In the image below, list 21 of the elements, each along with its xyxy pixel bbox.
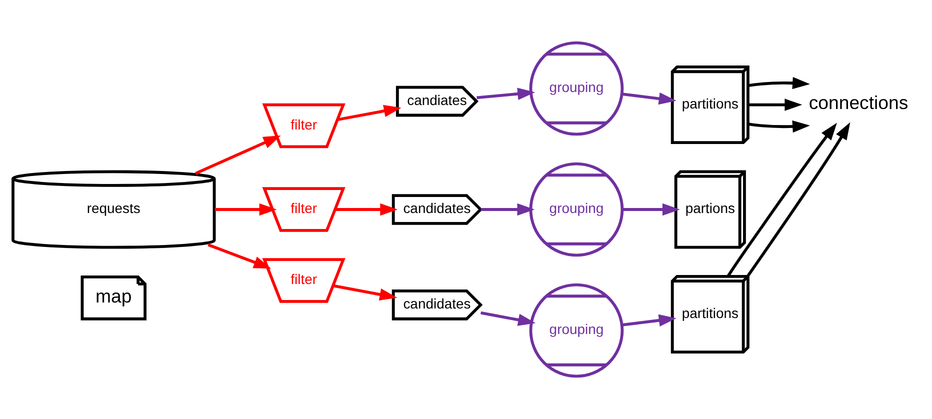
arrow xyxy=(726,122,837,277)
node-text: connections xyxy=(808,92,908,114)
arrow xyxy=(208,243,272,269)
arrow xyxy=(746,122,850,278)
arrow xyxy=(480,311,536,326)
arrow xyxy=(748,120,810,133)
arrow xyxy=(214,203,277,216)
arrow xyxy=(622,314,676,326)
arrow xyxy=(622,92,676,105)
arrow xyxy=(337,104,402,122)
node-circle: grouping xyxy=(529,283,624,378)
arrow xyxy=(480,203,535,216)
arrow xyxy=(194,135,281,175)
arrow xyxy=(335,203,398,216)
node-circle: grouping xyxy=(529,41,624,136)
arrow xyxy=(748,76,810,90)
arrow xyxy=(748,98,802,111)
arrow xyxy=(622,203,680,216)
arrow xyxy=(332,284,398,300)
node-circle: grouping xyxy=(529,162,624,257)
arrow xyxy=(476,88,536,100)
